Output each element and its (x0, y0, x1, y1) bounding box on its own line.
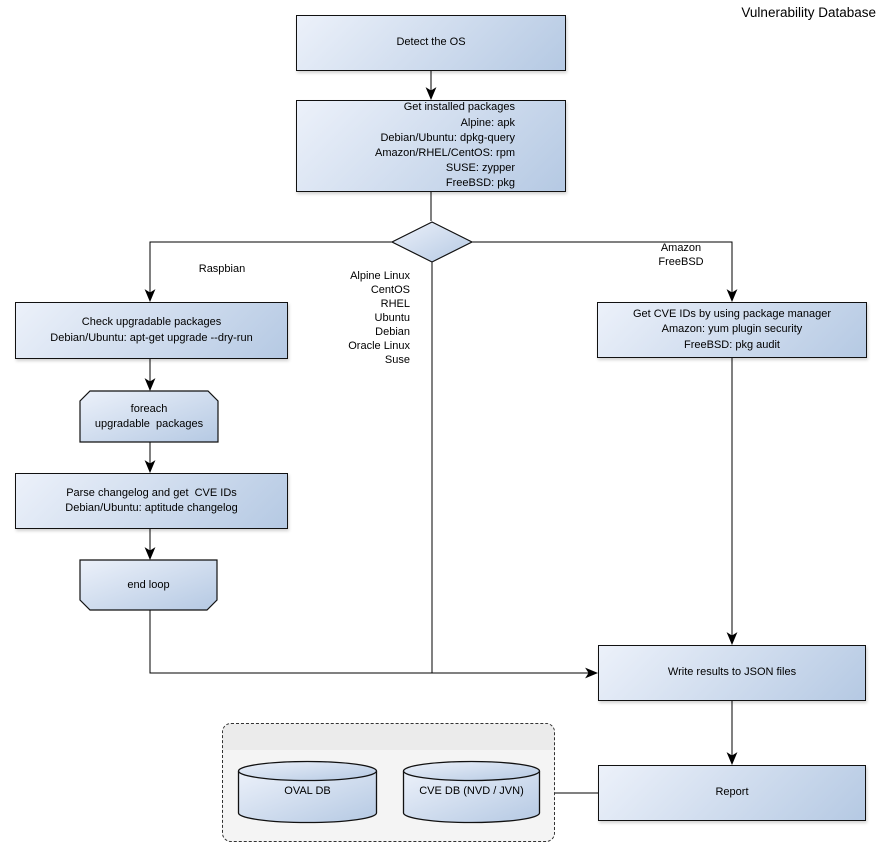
edge-label-raspbian: Raspbian (198, 263, 246, 275)
edge-label-amazon-freebsd: Amazon FreeBSD (658, 242, 704, 268)
end-loop-label: end loop (127, 578, 170, 591)
vulnerability-database-header (223, 724, 554, 750)
node-detect-os: Detect the OS (296, 15, 566, 71)
edge-endloop-to-write-results (149, 610, 599, 679)
cve-db-label: CVE DB (NVD / JVN) (419, 784, 524, 797)
vulnerability-database-title: Vulnerability Database (741, 5, 876, 20)
node-parse-changelog: Parse changelog and get CVE IDs Debian/U… (15, 473, 288, 529)
decision-diamond (390, 221, 474, 263)
node-report: Report (598, 765, 866, 821)
foreach-loop-label: foreach upgradable packages (94, 402, 204, 430)
node-get-installed-packages: Get installed packages Alpine: apk Debia… (296, 100, 566, 192)
node-check-upgradable-packages: Check upgradable packages Debian/Ubuntu:… (15, 302, 288, 359)
node-write-results-json: Write results to JSON files (598, 645, 866, 701)
oval-db-label: OVAL DB (284, 784, 331, 797)
edge-label-direct-os-list: Alpine Linux CentOS RHEL Ubuntu Debian O… (348, 270, 410, 366)
node-get-cve-ids-by-package-manager: Get CVE IDs by using package manager Ama… (597, 302, 867, 358)
